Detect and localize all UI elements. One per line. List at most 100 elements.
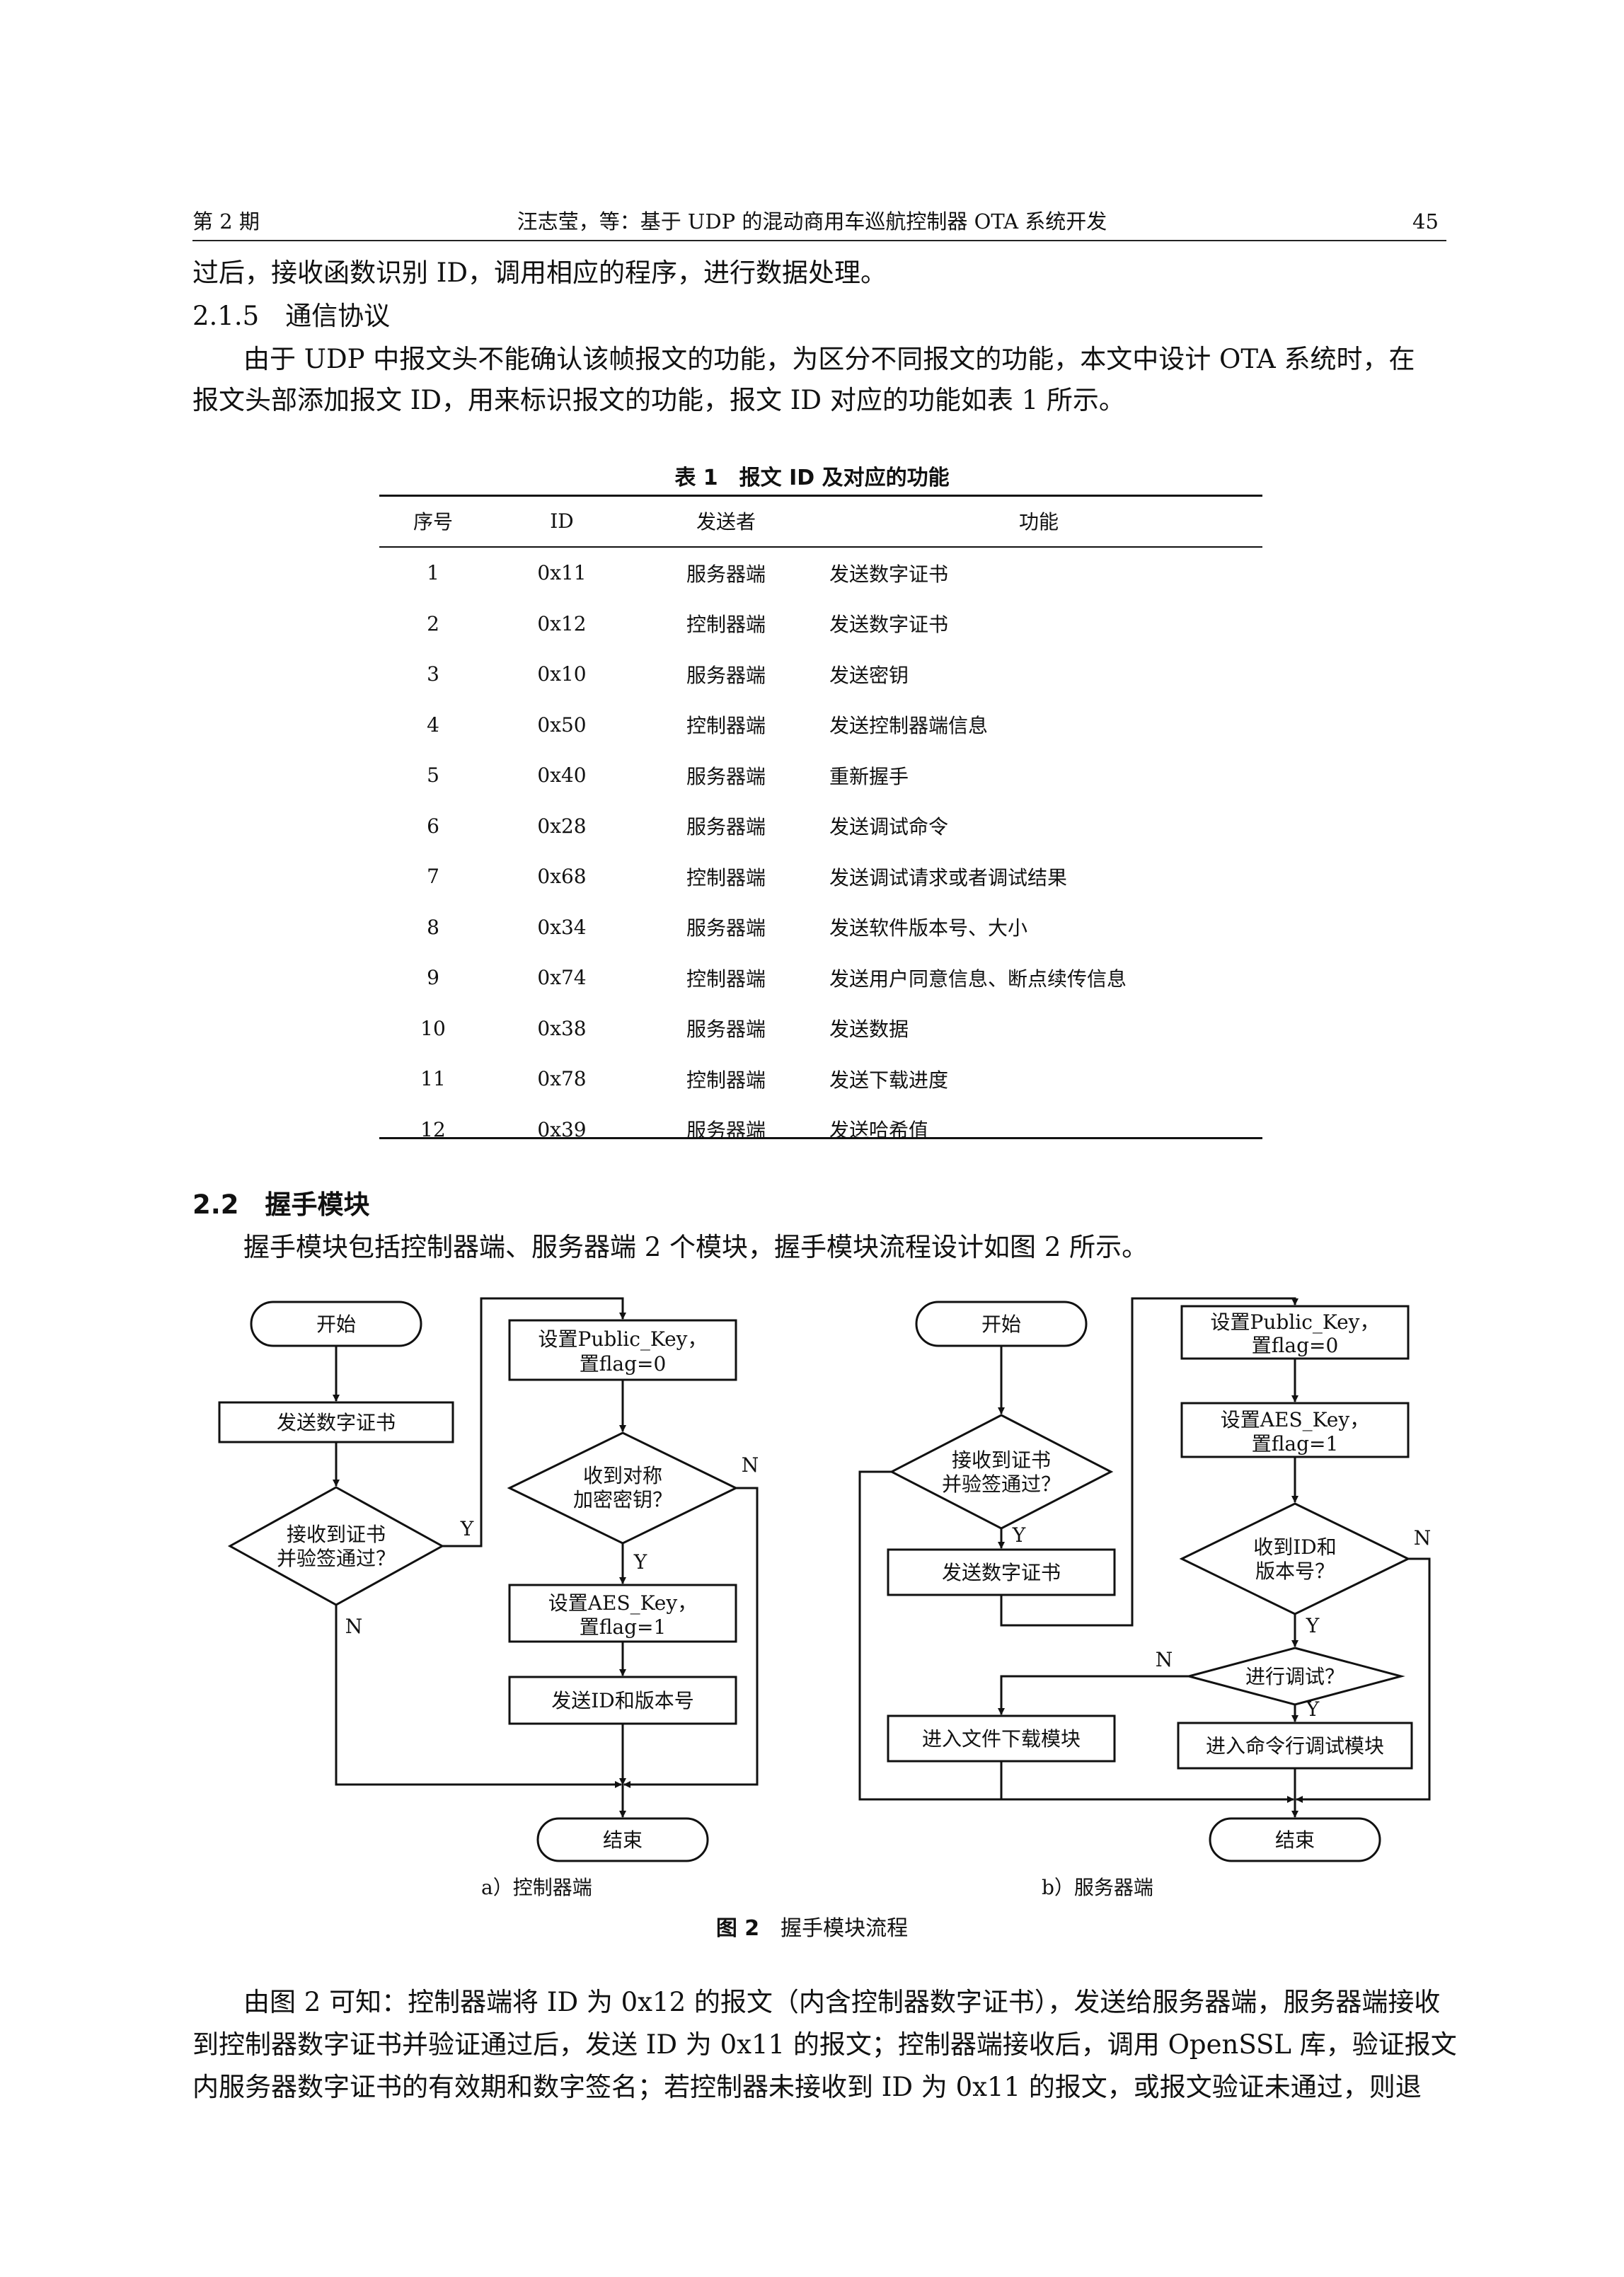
figure-subcaption-a: a）控制器端 xyxy=(481,1876,592,1899)
cell-id: 0x12 xyxy=(537,611,587,635)
a-set-aes-key-label-2: 置flag=1 xyxy=(580,1615,667,1639)
cell-sender: 控制器端 xyxy=(686,1068,766,1092)
cell-id: 0x34 xyxy=(537,915,587,939)
paragraph-line: 由图 2 可知：控制器端将 ID 为 0x12 的报文（内含控制器数字证书），发… xyxy=(243,1987,1441,2017)
b-cert-decision-label-2: 并验签通过？ xyxy=(942,1472,1061,1496)
cell-function: 发送调试命令 xyxy=(829,815,949,839)
cell-function: 发送数字证书 xyxy=(829,562,949,586)
b-id-decision-label-2: 版本号？ xyxy=(1255,1560,1335,1583)
a-cert-decision xyxy=(227,1486,445,1606)
column-header-index: 序号 xyxy=(379,495,487,548)
table-row: 7 0x68 控制器端 发送调试请求或者调试结果 xyxy=(379,851,1262,902)
cell-sender: 服务器端 xyxy=(686,815,766,839)
cell-function: 重新握手 xyxy=(829,764,909,788)
section-heading-2-2: 2.2 握手模块 xyxy=(192,1189,370,1220)
cell-sender: 控制器端 xyxy=(686,865,766,889)
b-end-label: 结束 xyxy=(1275,1828,1315,1852)
b-id-decision-label-1: 收到ID和 xyxy=(1253,1535,1337,1559)
cell-index: 8 xyxy=(427,915,439,939)
table-header-row: 序号 ID 发送者 功能 xyxy=(379,495,1262,548)
b-file-download-label: 进入文件下载模块 xyxy=(922,1727,1081,1751)
cell-id: 0x78 xyxy=(537,1067,587,1091)
figure-caption-label: 图 2 xyxy=(715,1916,760,1941)
cell-sender: 控制器端 xyxy=(686,613,766,637)
a-no-label-1: N xyxy=(345,1615,363,1638)
cell-id: 0x11 xyxy=(537,561,587,585)
cell-sender: 服务器端 xyxy=(686,916,766,940)
b-cmd-debug-label: 进入命令行调试模块 xyxy=(1206,1734,1384,1758)
b-cert-decision xyxy=(889,1414,1114,1530)
column-header-function: 功能 xyxy=(815,495,1262,548)
a-set-public-key-label-2: 置flag=0 xyxy=(580,1352,667,1376)
a-key-decision-label-1: 收到对称 xyxy=(583,1464,662,1487)
table-caption: 表 1 报文 ID 及对应的功能 xyxy=(674,466,950,490)
a-cert-decision-label-2: 并验签通过？ xyxy=(277,1547,396,1570)
paragraph-continuation: 过后，接收函数识别 ID，调用相应的程序，进行数据处理。 xyxy=(192,258,887,288)
cell-index: 10 xyxy=(420,1016,446,1040)
cell-index: 5 xyxy=(427,763,439,788)
cell-id: 0x68 xyxy=(537,865,587,889)
cell-id: 0x50 xyxy=(537,713,587,737)
a-set-public-key-label-1: 设置Public_Key， xyxy=(539,1327,708,1351)
a-send-id-label: 发送ID和版本号 xyxy=(551,1689,694,1712)
b-send-cert-label: 发送数字证书 xyxy=(942,1561,1061,1584)
cell-sender: 服务器端 xyxy=(686,1119,766,1143)
header-running-title: 汪志莹，等：基于 UDP 的混动商用车巡航控制器 OTA 系统开发 xyxy=(517,209,1107,234)
cell-function: 发送密钥 xyxy=(829,663,909,687)
b-id-decision xyxy=(1179,1502,1411,1615)
paragraph-line: 握手模块包括控制器端、服务器端 2 个模块，握手模块流程设计如图 2 所示。 xyxy=(243,1232,1148,1262)
figure-caption: 图 2 握手模块流程 xyxy=(0,1910,1624,1942)
table-row: 8 0x34 服务器端 发送软件版本号、大小 xyxy=(379,902,1262,953)
a-end-label: 结束 xyxy=(603,1828,643,1852)
b-yes-label-1: Y xyxy=(1012,1523,1026,1547)
cell-sender: 服务器端 xyxy=(686,764,766,788)
header-issue: 第 2 期 xyxy=(192,209,260,234)
table-bottom-rule xyxy=(379,1137,1262,1139)
a-key-decision-label-2: 加密密钥？ xyxy=(573,1488,672,1511)
cell-index: 9 xyxy=(427,966,439,990)
cell-id: 0x39 xyxy=(537,1117,587,1141)
b-start-label: 开始 xyxy=(981,1313,1021,1336)
paragraph-line: 由于 UDP 中报文头不能确认该帧报文的功能，为区分不同报文的功能，本文中设计 … xyxy=(243,344,1415,374)
b-set-public-key-label-2: 置flag=0 xyxy=(1252,1334,1339,1357)
a-yes-label-2: Y xyxy=(633,1550,647,1574)
b-cert-decision-label-1: 接收到证书 xyxy=(952,1448,1051,1472)
cell-function: 发送下载进度 xyxy=(829,1068,949,1092)
b-yes-label-3: Y xyxy=(1306,1697,1320,1721)
b-end-terminal xyxy=(1209,1817,1381,1862)
cell-sender: 控制器端 xyxy=(686,967,766,991)
a-yes-label-1: Y xyxy=(460,1517,474,1540)
cell-function: 发送数字证书 xyxy=(829,613,949,637)
header-page-number: 45 xyxy=(1412,209,1439,234)
figure-caption-text: 握手模块流程 xyxy=(781,1916,909,1941)
column-header-id: ID xyxy=(487,495,637,548)
column-header-sender: 发送者 xyxy=(637,495,815,548)
b-no-label-2: N xyxy=(1156,1648,1173,1671)
paragraph-line: 到控制器数字证书并验证通过后，发送 ID 为 0x11 的报文；控制器端接收后，… xyxy=(192,2029,1457,2060)
cell-function: 发送软件版本号、大小 xyxy=(829,916,1028,940)
cell-function: 发送哈希值 xyxy=(829,1119,929,1143)
b-set-aes-key-label-2: 置flag=1 xyxy=(1252,1432,1339,1455)
a-cert-decision-label-1: 接收到证书 xyxy=(287,1523,386,1546)
cell-function: 发送用户同意信息、断点续传信息 xyxy=(829,967,1127,991)
cell-id: 0x74 xyxy=(537,966,587,990)
b-yes-label-2: Y xyxy=(1306,1614,1320,1637)
cell-function: 发送调试请求或者调试结果 xyxy=(829,865,1068,889)
cell-index: 7 xyxy=(427,865,439,889)
section-heading-2-1-5: 2.1.5 通信协议 xyxy=(192,301,391,331)
handshake-flowchart: 开始 发送数字证书 接收到证书 并验签通过？ Y N 设置Public_Key，… xyxy=(218,1297,1431,1862)
b-debug-decision-label: 进行调试？ xyxy=(1245,1665,1344,1688)
a-end-terminal xyxy=(536,1817,709,1862)
cell-sender: 控制器端 xyxy=(686,714,766,738)
cell-function: 发送数据 xyxy=(829,1018,909,1042)
cell-index: 3 xyxy=(427,662,439,686)
cell-index: 4 xyxy=(427,713,439,737)
a-set-aes-key-label-1: 设置AES_Key， xyxy=(548,1591,697,1615)
cell-index: 12 xyxy=(420,1117,446,1141)
